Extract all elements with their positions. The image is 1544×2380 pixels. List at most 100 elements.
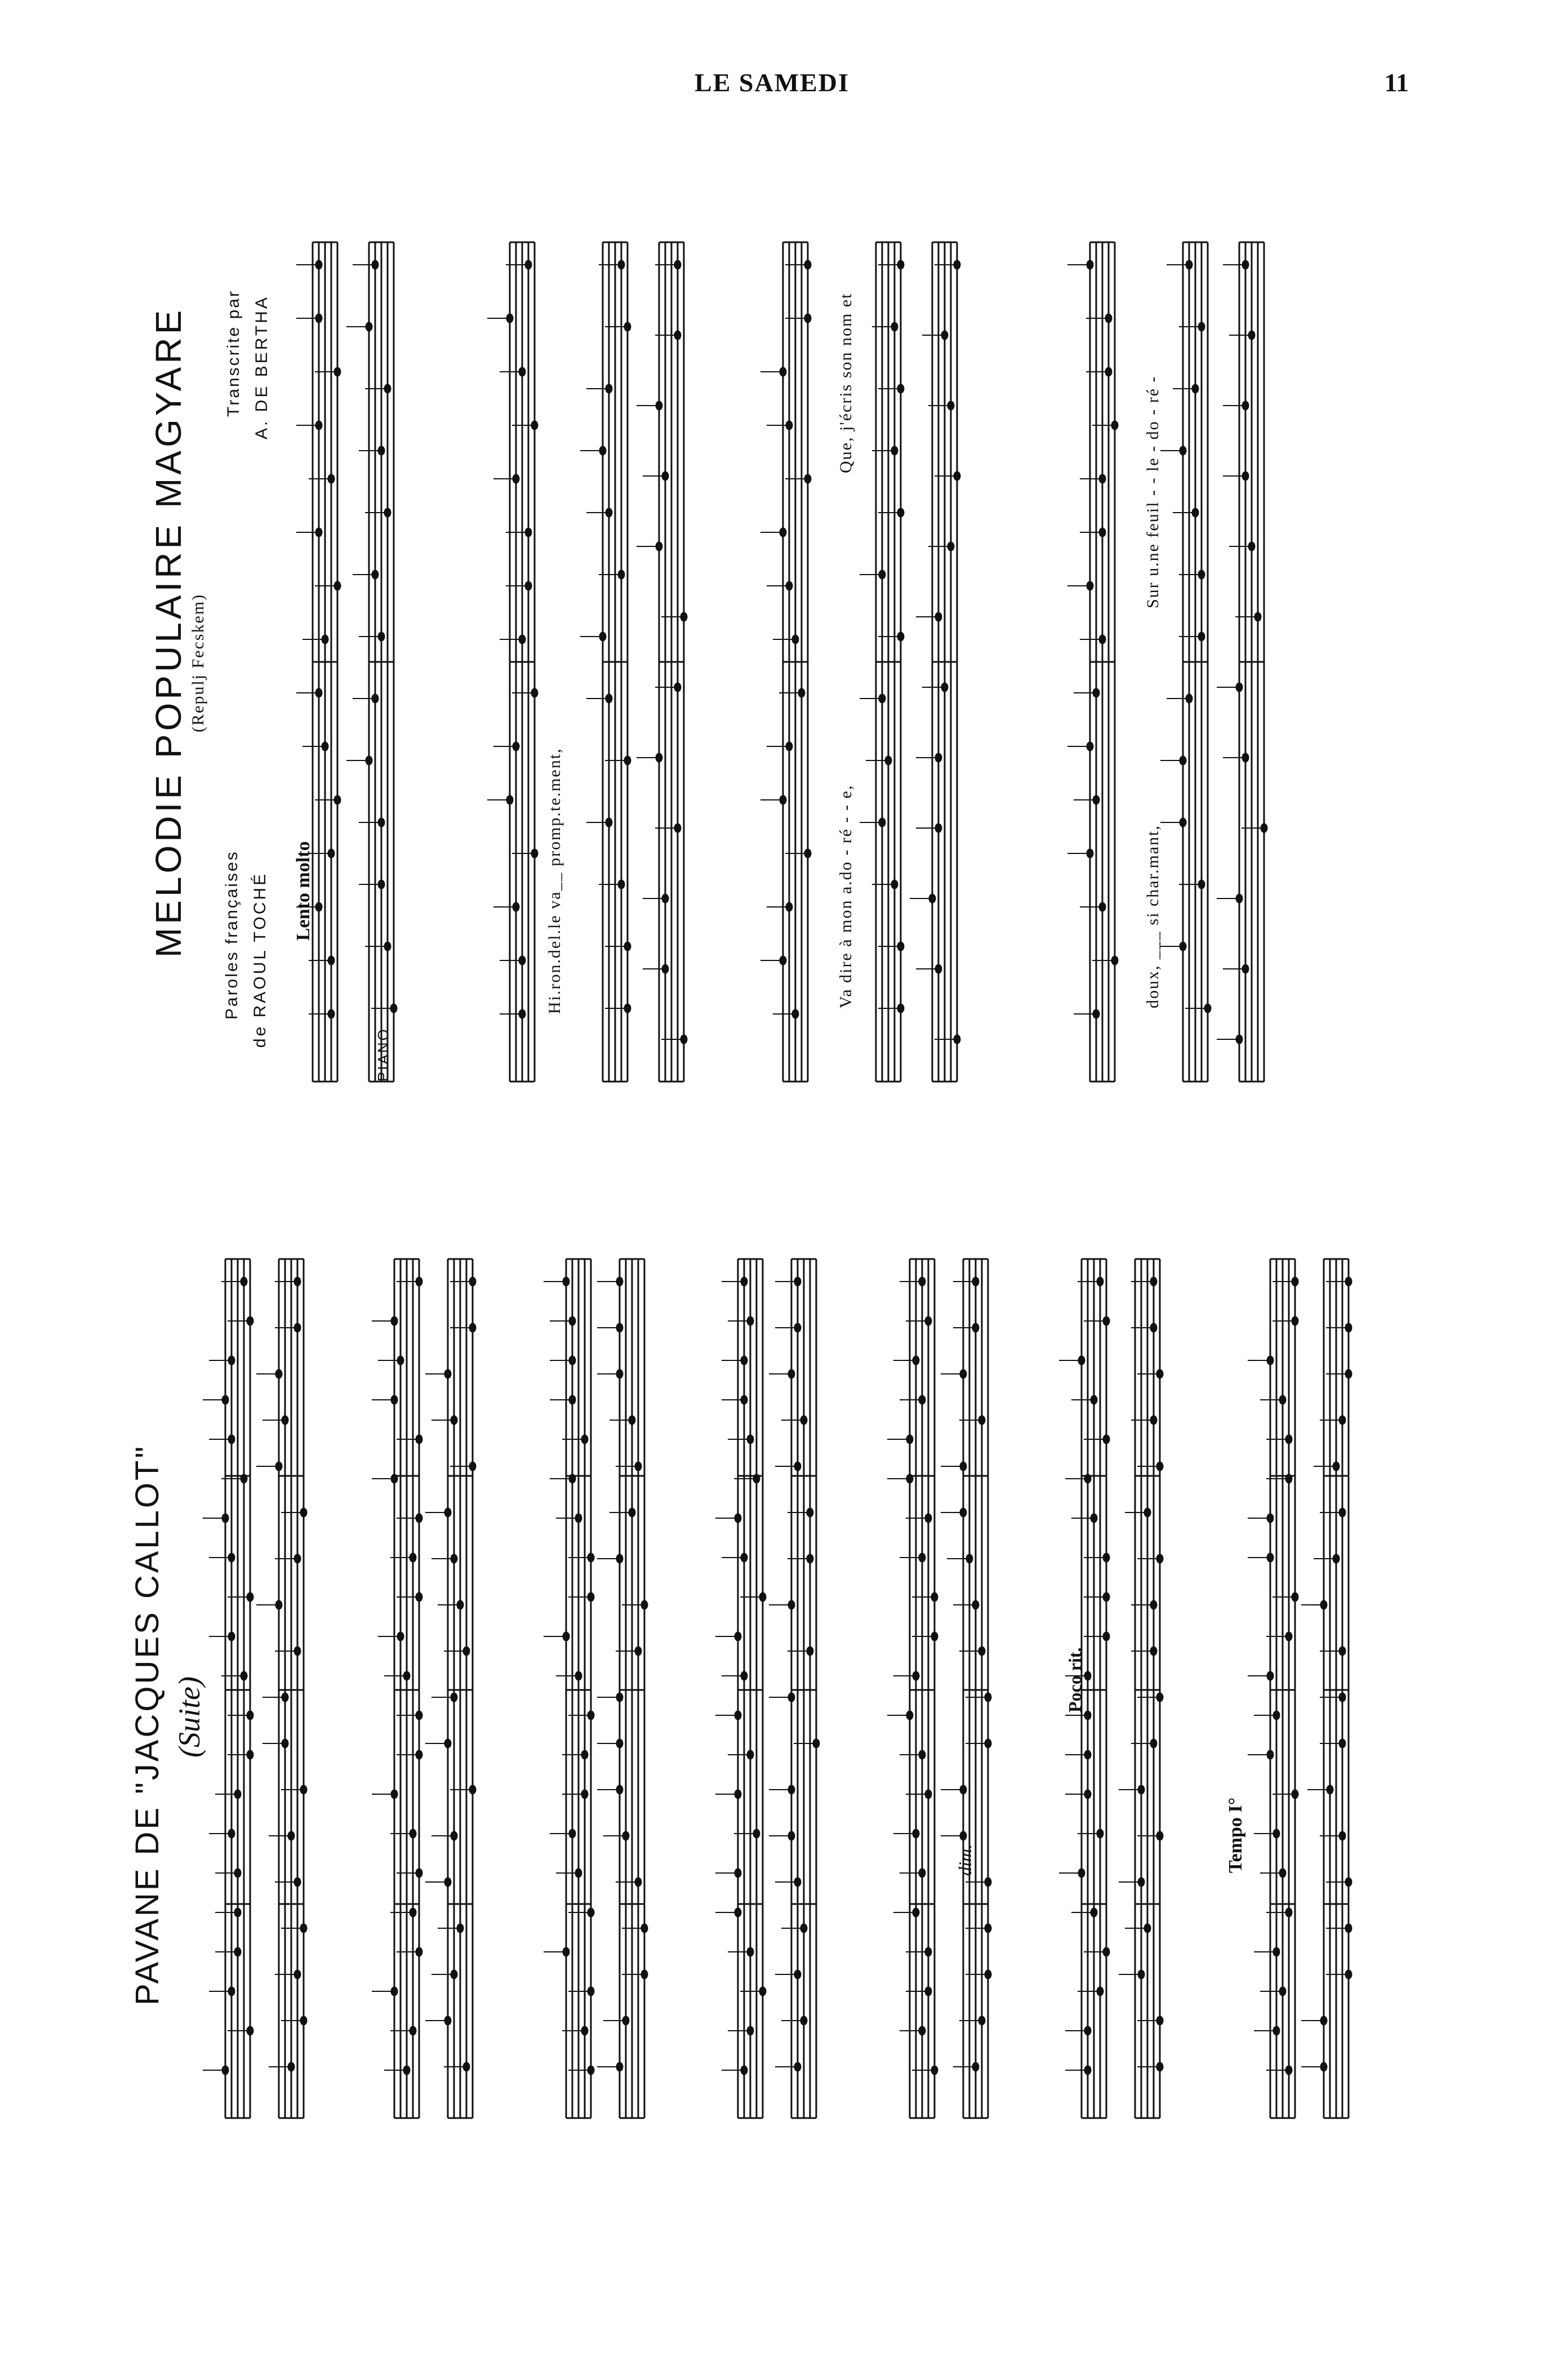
note-head (293, 1276, 301, 1287)
note-head (246, 1750, 254, 1760)
note-head (1086, 581, 1094, 591)
note-head (1338, 1831, 1346, 1841)
note-head (1102, 1316, 1110, 1326)
note-head (800, 1415, 808, 1425)
note-head (1179, 755, 1187, 766)
note-head (293, 1554, 301, 1564)
note-head (1191, 508, 1199, 518)
note-head (1105, 367, 1113, 377)
note-head (1320, 1600, 1328, 1610)
note-head (524, 260, 532, 270)
note-head (924, 1947, 932, 1957)
note-head (947, 541, 955, 551)
note-head (1143, 1507, 1151, 1518)
note-head (624, 1003, 631, 1013)
note-head (804, 260, 812, 270)
note-head (275, 1461, 283, 1471)
note-head (1090, 1395, 1098, 1405)
note-head (972, 2062, 980, 2072)
note-head (450, 1969, 458, 1979)
note-head (587, 1710, 595, 1720)
note-head (1156, 1692, 1164, 1702)
note-head (384, 508, 391, 518)
note-head (512, 902, 520, 912)
note-head (1086, 741, 1094, 751)
note-head (779, 367, 787, 377)
note-head (1242, 964, 1249, 974)
note-head (327, 955, 335, 966)
note-head (959, 1831, 967, 1841)
note-head (1235, 682, 1243, 692)
note-head (415, 1750, 423, 1760)
note-head (327, 474, 335, 484)
notation-marks (203, 241, 1352, 2119)
pavane-staff (565, 1259, 592, 2118)
note-head (1345, 1877, 1352, 1887)
note-head (1272, 1710, 1280, 1720)
pavane-staff (447, 1259, 474, 2118)
note-head (450, 1692, 458, 1702)
note-head (640, 1923, 648, 1933)
note-head (661, 471, 669, 481)
note-head (655, 541, 663, 551)
note-head (300, 2016, 308, 2026)
note-head (1143, 1923, 1151, 1933)
note-head (634, 1646, 642, 1656)
note-head (456, 1923, 464, 1933)
note-head (800, 2016, 808, 2026)
note-head (1285, 1907, 1293, 1918)
note-head (1084, 1789, 1092, 1799)
note-head (740, 1552, 748, 1563)
pavane-staff (1323, 1259, 1350, 2118)
note-head (562, 1276, 570, 1287)
note-head (622, 1831, 630, 1841)
note-head (734, 1513, 742, 1523)
note-head (897, 260, 905, 270)
note-head (941, 330, 949, 340)
note-head (450, 1415, 458, 1425)
note-head (1248, 541, 1256, 551)
note-head (390, 1395, 398, 1405)
note-head (1285, 2065, 1293, 2075)
note-head (806, 1554, 814, 1564)
note-head (1266, 1750, 1274, 1760)
note-head (469, 1461, 477, 1471)
note-head (978, 2016, 986, 2026)
note-head (506, 795, 514, 805)
note-head (587, 2065, 595, 2075)
note-head (246, 2026, 254, 2036)
note-head (616, 1785, 624, 1795)
note-head (1137, 1785, 1145, 1795)
note-head (953, 260, 961, 270)
pavane-staff (393, 1259, 420, 2118)
note-head (1285, 1434, 1293, 1444)
note-head (935, 964, 942, 974)
note-head (240, 1671, 248, 1681)
note-head (1326, 1785, 1334, 1795)
note-head (1272, 1829, 1280, 1839)
note-head (246, 1592, 254, 1602)
note-head (779, 795, 787, 805)
note-head (1242, 260, 1249, 270)
note-head (897, 384, 905, 394)
note-head (1084, 1750, 1092, 1760)
note-head (785, 581, 793, 591)
note-head (878, 693, 886, 704)
note-head (293, 1877, 301, 1887)
note-head (371, 693, 379, 704)
note-head (315, 420, 323, 430)
note-head (897, 1003, 905, 1013)
note-head (759, 1986, 767, 1996)
note-head (1096, 1276, 1104, 1287)
note-head (740, 2065, 748, 2075)
note-head (333, 367, 341, 377)
note-head (300, 1923, 308, 1933)
note-head (568, 1316, 576, 1326)
note-head (972, 1276, 980, 1287)
note-head (1078, 1355, 1085, 1365)
note-head (599, 446, 607, 456)
note-head (1156, 1369, 1164, 1379)
note-head (293, 1323, 301, 1333)
note-head (616, 1369, 624, 1379)
